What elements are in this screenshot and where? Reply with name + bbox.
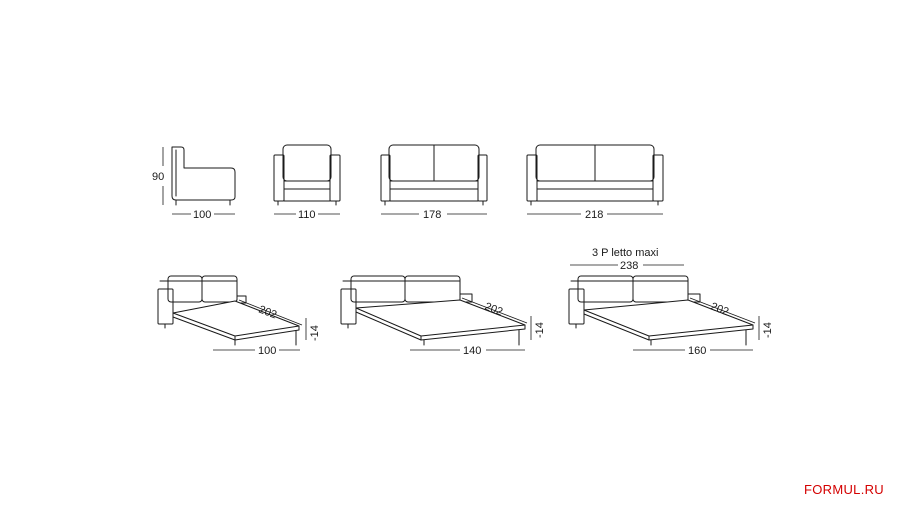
sofa-3-width-label: 218 — [585, 209, 603, 221]
armchair-front-drawing: 110 — [273, 144, 341, 221]
bed-3-overall-label: 238 — [620, 260, 638, 272]
bed-3-drop-label: -14 — [762, 322, 774, 338]
bed-2-width-label: 140 — [463, 345, 481, 357]
sofa-bed-3-drawing: 3 P letto maxi 238 202 -14 160 — [568, 247, 774, 357]
armchair-width-label: 110 — [298, 209, 316, 221]
bed-1-drop-label: -14 — [309, 325, 321, 341]
side-depth-label: 100 — [193, 209, 211, 221]
sofa-2-seat-front-drawing: 178 — [380, 144, 488, 221]
side-view-drawing: 90 100 — [152, 146, 236, 221]
bed-1-width-label: 100 — [258, 345, 276, 357]
bed-3-width-label: 160 — [688, 345, 706, 357]
sofa-3-seat-front-drawing: 218 — [526, 144, 664, 221]
sofa-2-width-label: 178 — [423, 209, 441, 221]
bed-2-drop-label: -14 — [534, 322, 546, 338]
brand-watermark: FORMUL.RU — [804, 482, 884, 497]
bed-3-title: 3 P letto maxi — [592, 247, 658, 259]
sofa-bed-2-drawing: 202 -14 140 — [340, 275, 546, 357]
sofa-bed-1-drawing: 202 -14 100 — [157, 275, 321, 357]
side-height-label: 90 — [152, 171, 164, 183]
